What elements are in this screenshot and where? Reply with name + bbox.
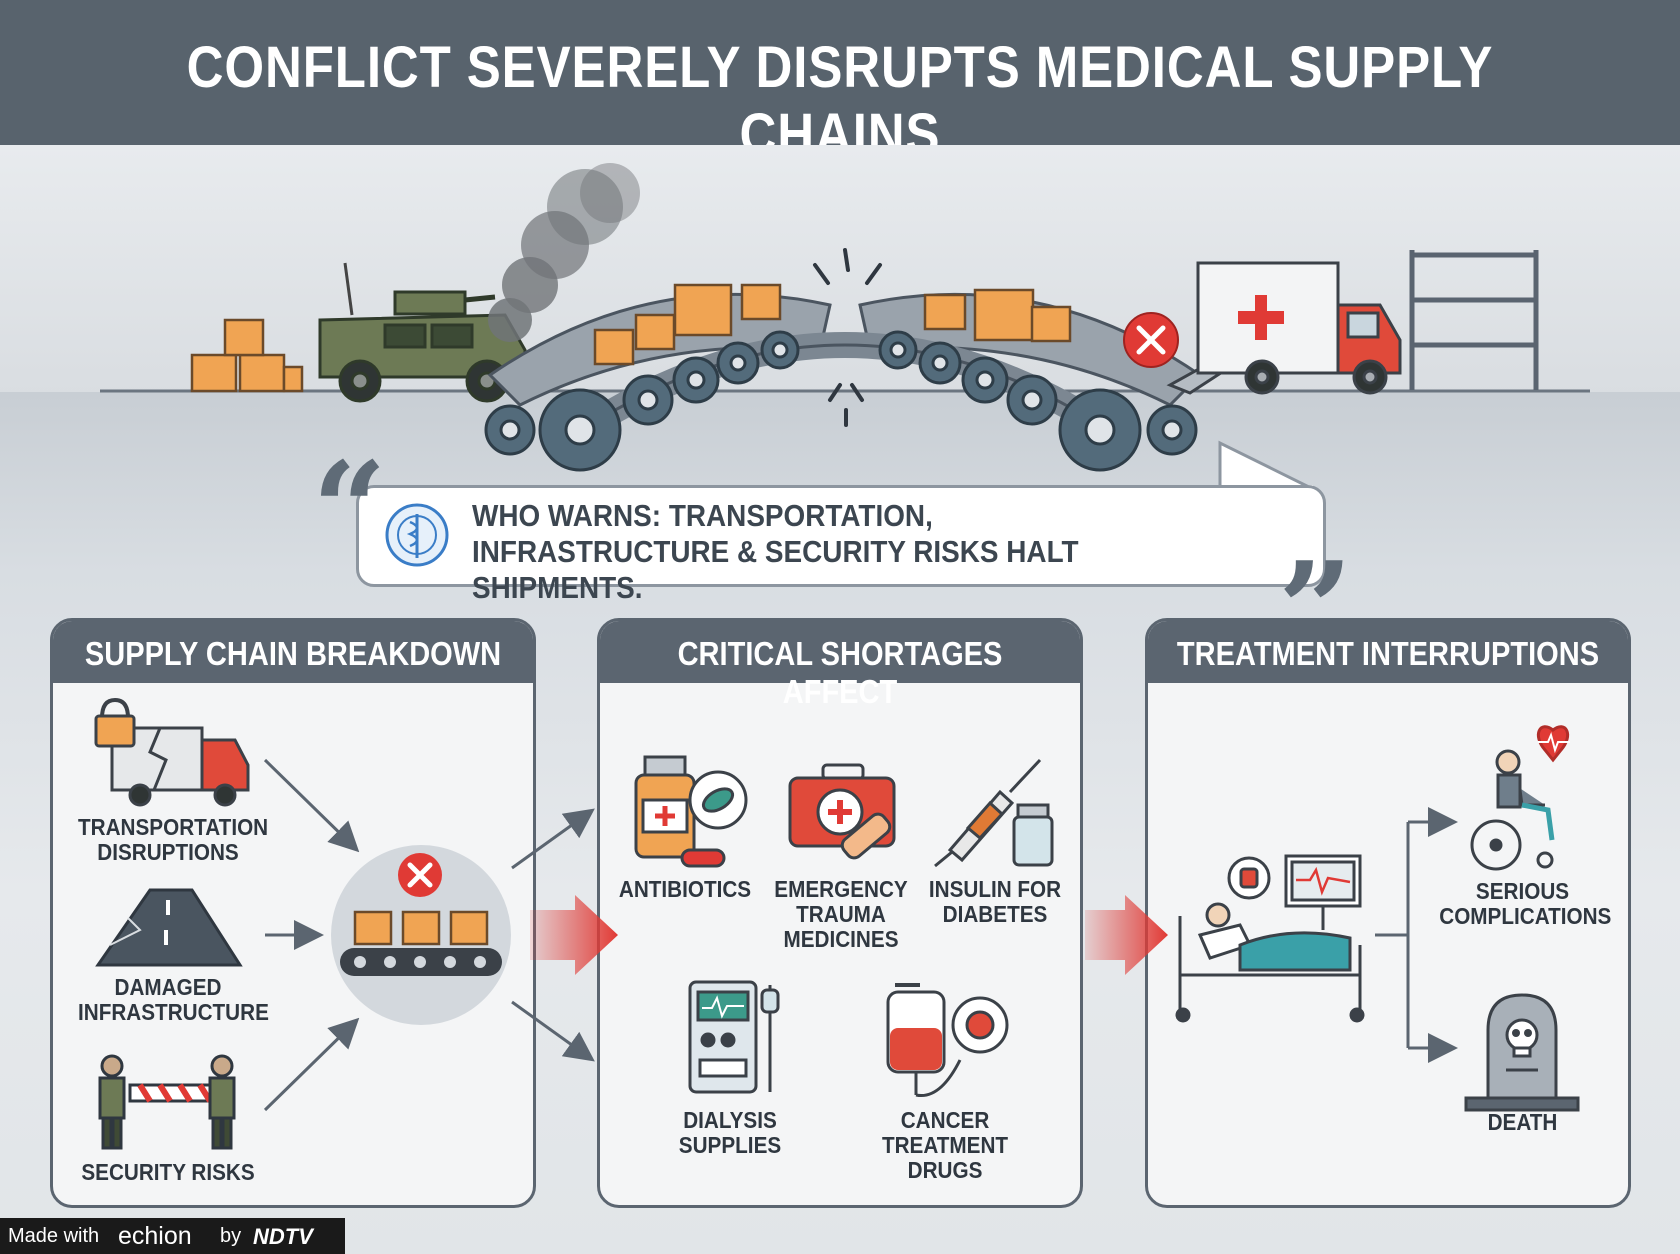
conveyor-boxes-icon — [593, 283, 1072, 366]
cracked-road-icon — [95, 888, 243, 967]
blocked-x-icon — [1123, 312, 1179, 368]
diverging-arrows — [511, 808, 595, 1062]
label-line: TRANSPORTATION — [78, 814, 269, 840]
item-label-antibiotics: ANTIBIOTICS — [618, 877, 753, 902]
flow-arrow-right — [1085, 895, 1168, 975]
panel-title: CRITICAL SHORTAGES AFFECT — [677, 635, 1003, 710]
dialysis-machine-icon — [688, 980, 780, 1094]
label-line: INFRASTRUCTURE — [78, 999, 269, 1025]
iv-bag-cancer-icon — [886, 983, 1009, 1098]
item-label-security: SECURITY RISKS — [78, 1160, 258, 1185]
label-line: COMPLICATIONS — [1439, 903, 1612, 929]
label-line: EMERGENCY — [774, 876, 908, 902]
branch-arrows — [1375, 807, 1458, 1063]
credit-publisher: NDTV — [253, 1224, 313, 1249]
label-line: TRAUMA — [796, 901, 886, 927]
label-line: SERIOUS — [1475, 878, 1570, 904]
panel-title: TREATMENT INTERRUPTIONS — [1176, 635, 1600, 672]
who-emblem-icon — [385, 503, 449, 567]
panel-header — [53, 621, 533, 683]
label-line: DISRUPTIONS — [97, 839, 239, 865]
smoke-icon — [488, 163, 640, 342]
credit-badge: Made with echion by NDTV — [0, 1218, 345, 1254]
label-line: SECURITY RISKS — [81, 1159, 255, 1185]
label-line: CANCER — [900, 1107, 990, 1133]
broken-supply-bridge-illustration — [100, 163, 1590, 472]
flow-arrow-right — [530, 895, 618, 975]
title-bar: CONFLICT SEVERELY DISRUPTS MEDICAL SUPPL… — [0, 0, 1680, 167]
panel-title: SUPPLY CHAIN BREAKDOWN — [84, 635, 502, 672]
who-quote-box — [356, 485, 1326, 587]
label-line: DEATH — [1487, 1109, 1558, 1135]
item-label-cancer: CANCER TREATMENT DRUGS — [878, 1108, 1013, 1183]
panel-treatment-interruptions: TREATMENT INTERRUPTIONS — [1145, 618, 1631, 1208]
label-line: SUPPLIES — [678, 1132, 782, 1158]
medical-truck-icon — [1166, 261, 1402, 395]
item-label-complications: SERIOUS COMPLICATIONS — [1439, 878, 1612, 929]
panel-header — [600, 621, 1080, 683]
panel-header — [1148, 621, 1628, 683]
military-vehicle-icon — [318, 262, 527, 403]
converging-arrows — [263, 758, 360, 1112]
item-label-death: DEATH — [1439, 1110, 1606, 1135]
credit-brand: echion — [118, 1222, 192, 1250]
credit-made-with: Made with — [8, 1225, 100, 1247]
quote-text: WHO WARNS: TRANSPORTATION, INFRASTRUCTUR… — [472, 498, 1079, 605]
credit-by: by — [220, 1225, 242, 1247]
label-line: TREATMENT — [881, 1132, 1009, 1158]
item-label-infrastructure: DAMAGED INFRASTRUCTURE — [78, 974, 269, 1025]
armed-soldiers-barrier-icon — [98, 1054, 236, 1150]
label-line: ANTIBIOTICS — [618, 876, 752, 902]
panel-critical-shortages: CRITICAL SHORTAGES AFFECT — [597, 618, 1083, 1208]
tombstone-skull-icon — [1464, 993, 1580, 1112]
hospital-bed-monitor-icon — [1175, 854, 1365, 1023]
page-title: CONFLICT SEVERELY DISRUPTS MEDICAL SUPPL… — [186, 35, 1494, 167]
label-line: INSULIN FOR — [928, 876, 1062, 902]
item-label-insulin: INSULIN FOR DIABETES — [928, 877, 1063, 927]
antibiotic-bottle-icon — [634, 755, 748, 868]
label-line: DAMAGED — [114, 974, 222, 1000]
label-line: DIALYSIS — [683, 1107, 777, 1133]
wheelchair-heart-icon — [1470, 725, 1570, 871]
syringe-vial-icon — [934, 758, 1054, 868]
item-label-dialysis: DIALYSIS SUPPLIES — [663, 1108, 798, 1158]
gear-icons — [484, 330, 1198, 472]
stacked-boxes-icon — [190, 318, 304, 393]
label-line: MEDICINES — [783, 926, 899, 952]
empty-shelf-icon — [1409, 250, 1539, 390]
blocked-conveyor-icon — [331, 845, 511, 1025]
locked-broken-truck-icon — [94, 697, 250, 807]
label-line: DRUGS — [907, 1157, 983, 1183]
break-spark-icon — [813, 248, 882, 427]
item-label-transportation: TRANSPORTATION DISRUPTIONS — [78, 814, 269, 865]
open-quote-mark: “ — [312, 433, 387, 586]
label-line: DIABETES — [942, 901, 1048, 927]
first-aid-kit-icon — [788, 763, 896, 860]
item-label-emergency: EMERGENCY TRAUMA MEDICINES — [774, 877, 909, 952]
